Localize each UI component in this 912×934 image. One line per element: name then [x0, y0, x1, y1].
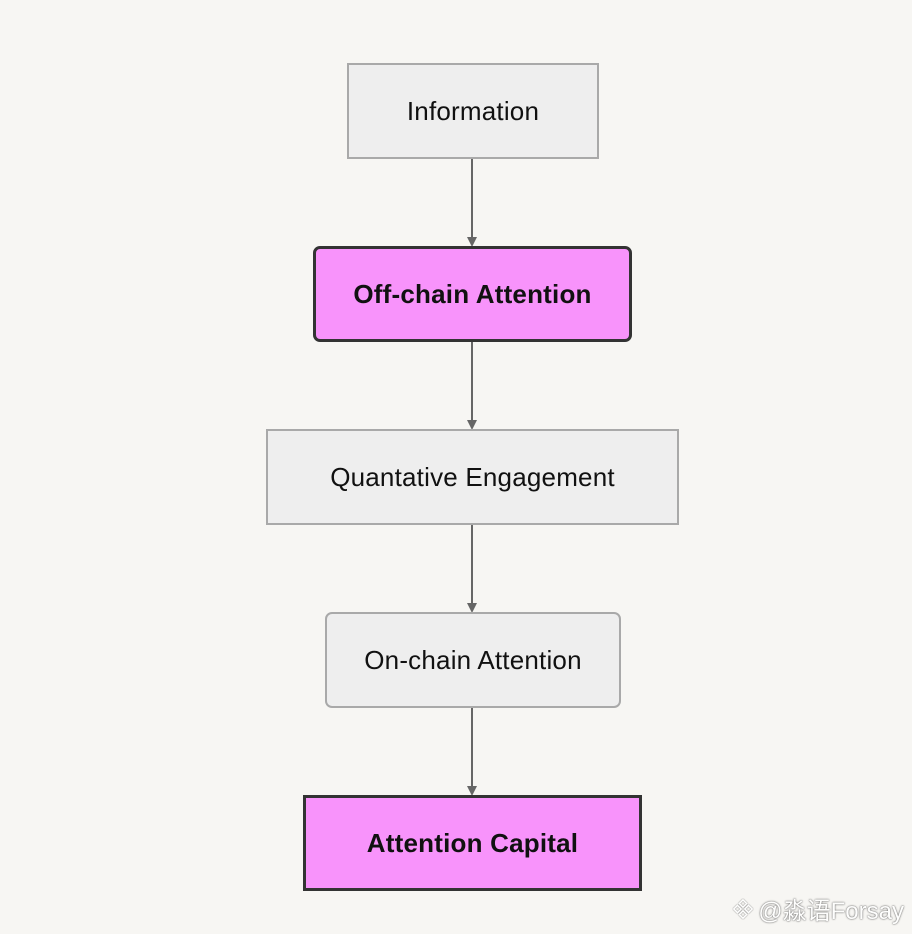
node-attention-capital: Attention Capital: [303, 795, 642, 891]
node-offchain-attention: Off-chain Attention: [313, 246, 632, 342]
node-information-label: Information: [406, 95, 540, 126]
node-information: Information: [347, 63, 599, 159]
node-quantative-engagement: Quantative Engagement: [266, 429, 679, 525]
node-attention-capital-label: Attention Capital: [366, 827, 579, 858]
watermark-text: @淼语Forsay: [758, 898, 904, 925]
node-onchain-attention-label: On-chain Attention: [364, 644, 582, 675]
node-quantative-engagement-label: Quantative Engagement: [330, 461, 615, 492]
node-offchain-attention-label: Off-chain Attention: [353, 278, 592, 309]
node-onchain-attention: On-chain Attention: [325, 612, 621, 708]
binance-diamond-icon: [733, 898, 754, 919]
watermark: @淼语Forsay: [732, 891, 904, 926]
